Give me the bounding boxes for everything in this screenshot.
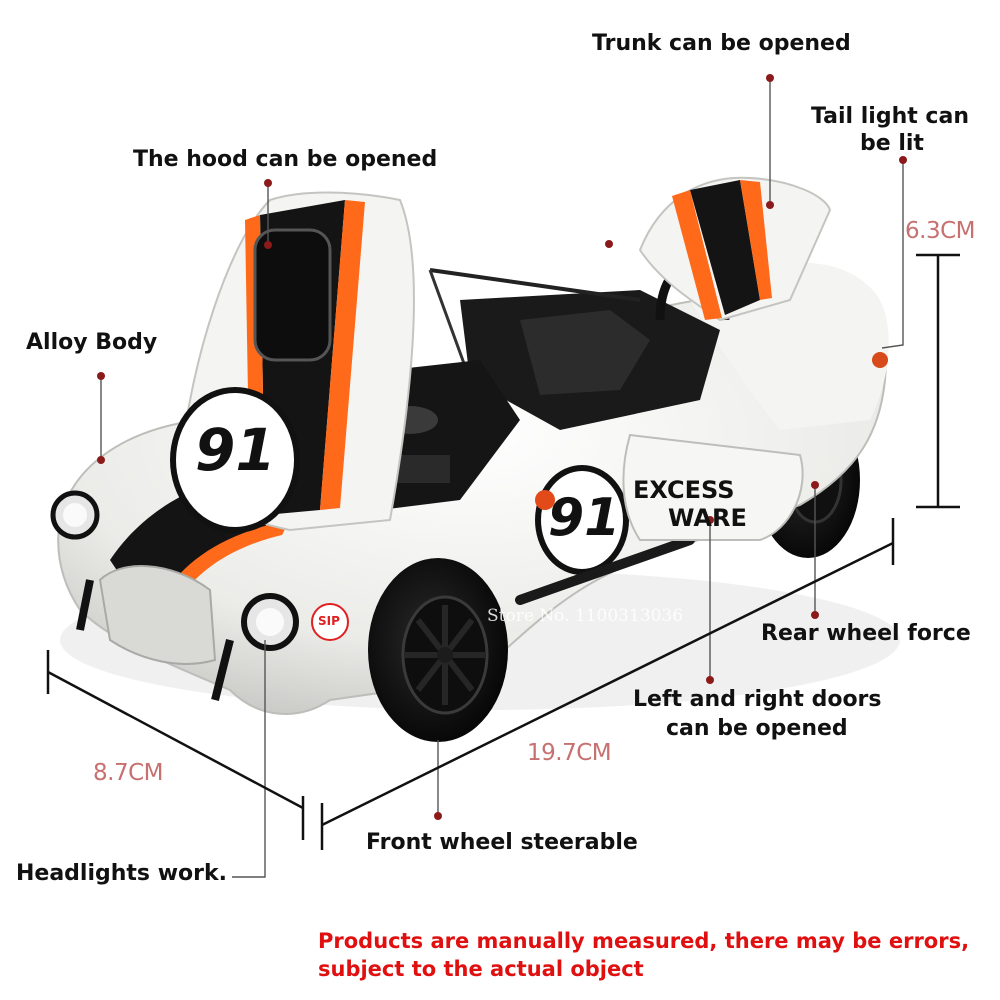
store-watermark: Store No. 1100313036: [487, 606, 684, 626]
hood-label: The hood can be opened: [133, 147, 438, 172]
width-dimension-line: [46, 650, 305, 840]
length-dimension-label: 19.7CM: [527, 740, 612, 766]
rear-wheel-label: Rear wheel force: [761, 621, 971, 646]
front-wheel-label: Front wheel steerable: [366, 830, 638, 855]
callout-dots: [97, 74, 907, 820]
height-dimension-line: [916, 253, 960, 509]
headlights-label: Headlights work.: [16, 861, 227, 886]
height-dimension-label: 6.3CM: [905, 218, 975, 244]
length-dimension-line: [320, 518, 895, 850]
side-text-line2: WARE: [668, 504, 747, 532]
side-text-line1: EXCESS: [633, 476, 735, 504]
sponsor-decal: SIP: [318, 614, 340, 628]
measurement-disclaimer: Products are manually measured, there ma…: [318, 929, 970, 981]
callout-lines: [100, 78, 904, 878]
alloy-body-label: Alloy Body: [26, 330, 158, 355]
door-race-number: 91: [548, 488, 621, 548]
trunk-label: Trunk can be opened: [592, 31, 851, 56]
doors-label-line2: can be opened: [666, 716, 848, 741]
doors-label-line1: Left and right doors: [633, 687, 882, 712]
tail-light-label-line1: Tail light can: [811, 104, 969, 129]
front-wheel: [368, 558, 508, 742]
sip-decal: [311, 603, 349, 641]
hood-race-number: 91: [195, 416, 276, 484]
tail-light-label-line2: be lit: [860, 131, 924, 156]
open-hood: [170, 191, 415, 533]
open-trunk-lid: [638, 176, 832, 322]
right-headlight: [241, 593, 299, 651]
width-dimension-label: 8.7CM: [93, 760, 163, 786]
left-headlight: [50, 490, 100, 540]
open-door: [622, 433, 804, 541]
